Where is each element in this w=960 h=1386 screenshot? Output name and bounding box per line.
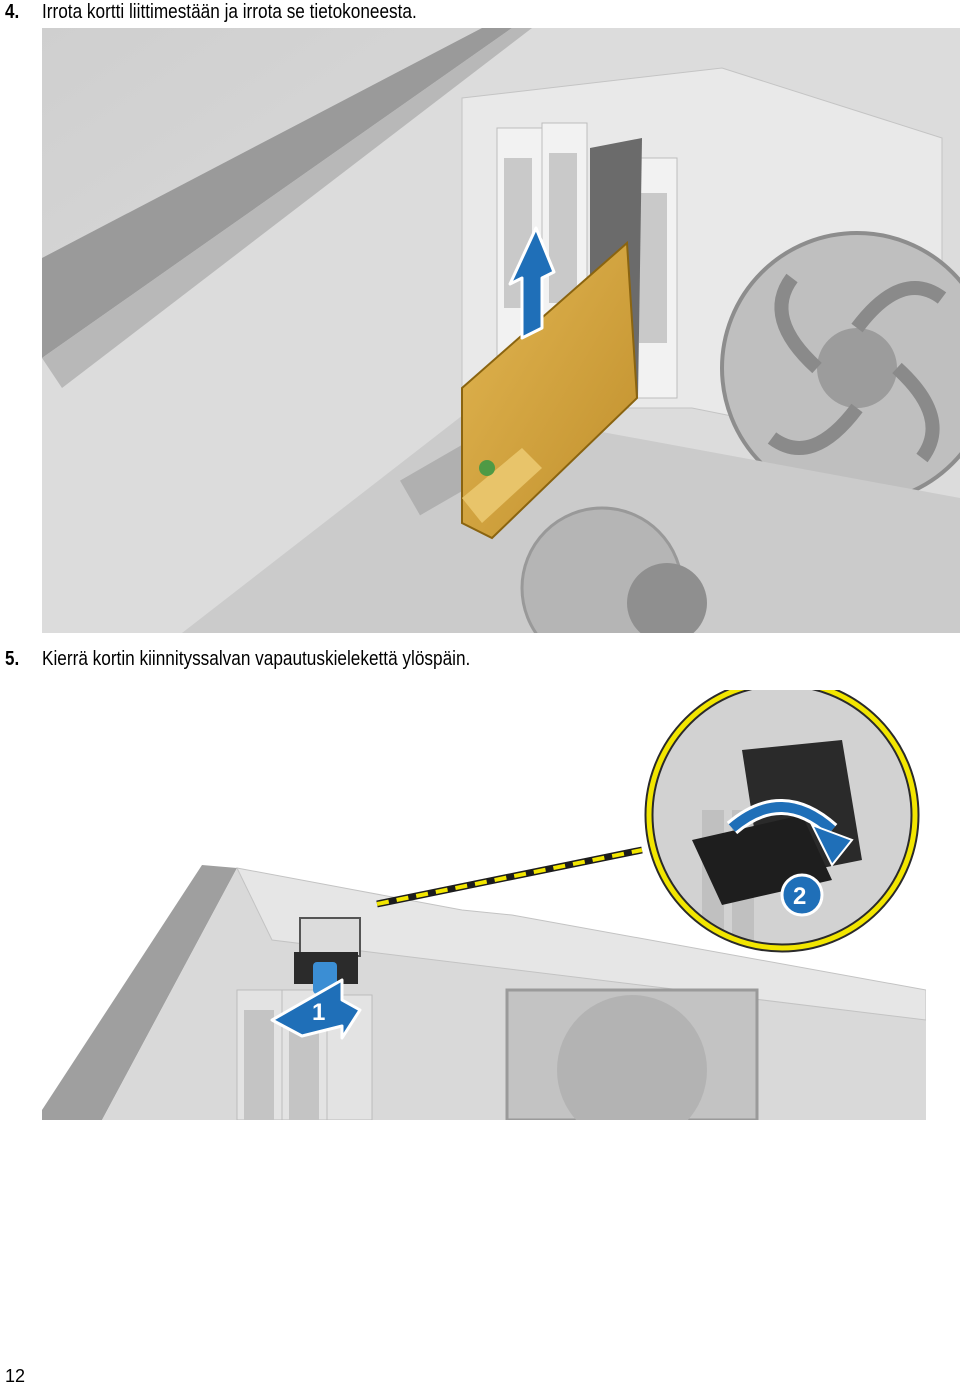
magnifier-callout: 2	[644, 677, 920, 953]
arrow-1-icon: 1	[270, 978, 362, 1040]
callout-2-label: 2	[793, 883, 806, 910]
release-tab-illustration: 1 2	[42, 677, 927, 1145]
step-number: 5.	[5, 648, 20, 670]
step-text: Kierrä kortin kiinnityssalvan vapautuski…	[42, 648, 471, 670]
card-removal-illustration	[42, 28, 960, 670]
arrow-up-icon	[508, 226, 556, 340]
chassis-card-drawing	[42, 28, 960, 670]
page-number: 12	[5, 1366, 26, 1386]
callout-1-label: 1	[312, 999, 325, 1026]
step-text: Irrota kortti liittimestään ja irrota se…	[42, 1, 417, 23]
step-number: 4.	[5, 1, 20, 23]
chassis-latch-drawing: 1 2	[42, 677, 927, 1145]
